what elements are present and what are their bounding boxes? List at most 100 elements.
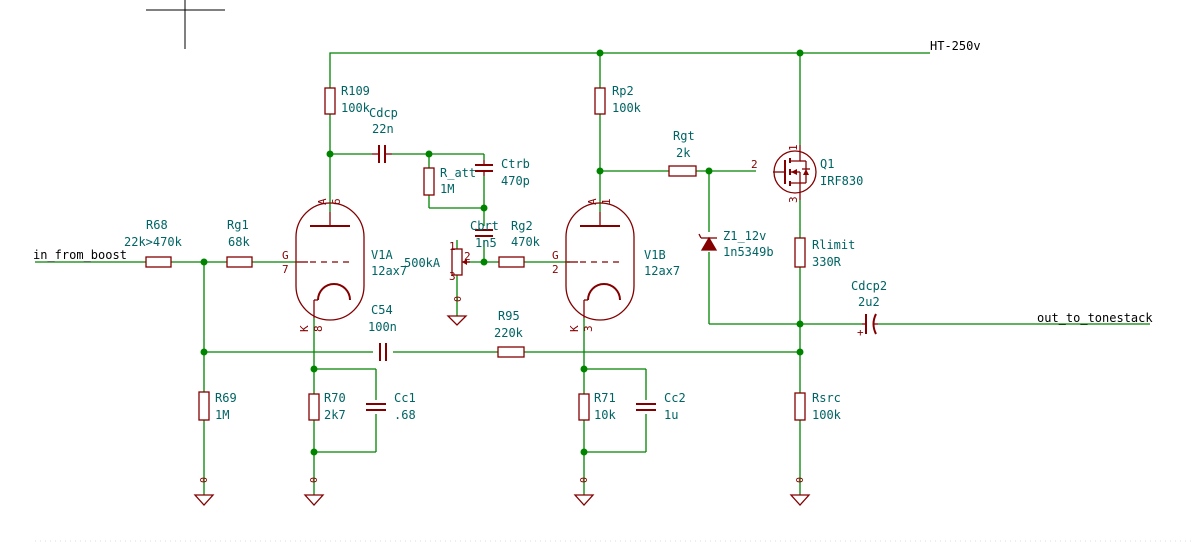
rlimit-value: 330R xyxy=(812,255,842,269)
resistor-rgt xyxy=(668,165,697,177)
rg1-ref: Rg1 xyxy=(227,218,249,232)
gnd-label-pot: 0 xyxy=(453,296,464,302)
resistor-r-att xyxy=(423,167,435,196)
r95-ref: R95 xyxy=(498,309,520,323)
gnd-label-v1b: 0 xyxy=(579,477,590,483)
ground-pot xyxy=(446,315,468,326)
triode-v1b xyxy=(565,202,635,321)
r109-value: 100k xyxy=(341,101,371,115)
capacitor-cc2 xyxy=(636,403,656,411)
cbrt-ref: Cbrt xyxy=(470,219,499,233)
capacitor-c54 xyxy=(379,343,387,361)
v1b-grid-pin: 2 xyxy=(552,263,559,276)
triode-v1a xyxy=(295,202,365,321)
v1a-anode-pin: 6 xyxy=(330,198,343,205)
capacitor-cbrt xyxy=(475,229,493,237)
zener-diode-z1 xyxy=(698,233,718,251)
r68-value: 22k>470k xyxy=(124,235,183,249)
v1b-value: 12ax7 xyxy=(644,264,680,278)
r-att-value: 1M xyxy=(440,182,454,196)
rlimit-ref: Rlimit xyxy=(812,238,855,252)
net-label-ht: HT-250v xyxy=(930,39,981,53)
resistor-r71 xyxy=(578,393,590,421)
rgt-value: 2k xyxy=(676,146,691,160)
cdcp-value: 22n xyxy=(372,122,394,136)
gnd-label-v1a: 0 xyxy=(309,477,320,483)
cdcp-ref: Cdcp xyxy=(369,106,398,120)
potentiometer-500ka: 1 2 3 xyxy=(449,240,471,283)
capacitor-cdcp2: + xyxy=(857,313,878,339)
cc2-ref: Cc2 xyxy=(664,391,686,405)
z1-value: 1n5349b xyxy=(723,245,774,259)
r69-ref: R69 xyxy=(215,391,237,405)
gnd-label-r69: 0 xyxy=(199,477,210,483)
resistor-rp2 xyxy=(594,87,606,115)
resistor-rlimit xyxy=(794,237,806,268)
q1-gate-pin: 2 xyxy=(751,158,758,171)
v1a-cathode-label: K xyxy=(298,325,311,332)
cc2-value: 1u xyxy=(664,408,678,422)
q1-value: IRF830 xyxy=(820,174,863,188)
resistor-r70 xyxy=(308,393,320,421)
v1b-cathode-pin: 3 xyxy=(582,325,595,332)
resistor-r68 xyxy=(145,256,172,268)
c54-ref: C54 xyxy=(371,303,393,317)
rg2-ref: Rg2 xyxy=(511,219,533,233)
svg-text:2: 2 xyxy=(464,250,471,263)
wires xyxy=(35,52,1150,495)
q1-source-pin: 3 xyxy=(787,196,800,203)
resistor-rg2 xyxy=(498,256,525,268)
rp2-ref: Rp2 xyxy=(612,84,634,98)
gnd-label-rsrc: 0 xyxy=(795,477,806,483)
v1a-cathode-pin: 8 xyxy=(312,325,325,332)
rsrc-value: 100k xyxy=(812,408,842,422)
mosfet-q1 xyxy=(773,145,817,200)
ground-v1a xyxy=(303,494,325,506)
q1-ref: Q1 xyxy=(820,157,834,171)
r95-value: 220k xyxy=(494,326,524,340)
r70-ref: R70 xyxy=(324,391,346,405)
pot-value: 500kA xyxy=(404,256,441,270)
capacitor-cc1 xyxy=(366,403,386,411)
r71-ref: R71 xyxy=(594,391,616,405)
ground-r69 xyxy=(193,494,215,506)
resistor-rsrc xyxy=(794,392,806,421)
z1-ref: Z1_12v xyxy=(723,229,766,243)
q1-drain-pin: 1 xyxy=(787,144,800,151)
v1a-anode-label: A xyxy=(316,198,329,205)
svg-text:1: 1 xyxy=(449,240,456,253)
ground-v1b xyxy=(573,494,595,506)
r70-value: 2k7 xyxy=(324,408,346,422)
ctrb-ref: Ctrb xyxy=(501,157,530,171)
rsrc-ref: Rsrc xyxy=(812,391,841,405)
cdcp2-ref: Cdcp2 xyxy=(851,279,887,293)
cc1-value: .68 xyxy=(394,408,416,422)
rg2-value: 470k xyxy=(511,235,541,249)
net-label-output: out_to_tonestack xyxy=(1037,311,1153,325)
r-att-ref: R_att xyxy=(440,166,476,180)
resistor-r109 xyxy=(324,87,336,115)
capacitor-cdcp xyxy=(372,145,392,163)
rgt-ref: Rgt xyxy=(673,129,695,143)
r68-ref: R68 xyxy=(146,218,168,232)
ground-rsrc xyxy=(789,494,811,506)
rp2-value: 100k xyxy=(612,101,642,115)
c54-value: 100n xyxy=(368,320,397,334)
v1b-grid-label: G xyxy=(552,249,559,262)
r109-ref: R109 xyxy=(341,84,370,98)
v1b-anode-pin: 1 xyxy=(600,198,613,205)
cursor-crosshair xyxy=(146,0,225,49)
resistor-r69 xyxy=(198,391,210,421)
capacitor-ctrb xyxy=(475,160,493,176)
junctions xyxy=(200,49,804,456)
net-label-input: in_from_boost xyxy=(33,248,127,262)
r71-value: 10k xyxy=(594,408,616,422)
rg1-value: 68k xyxy=(228,235,250,249)
ctrb-value: 470p xyxy=(501,174,530,188)
resistor-r95 xyxy=(497,346,525,358)
v1b-cathode-label: K xyxy=(568,325,581,332)
cc1-ref: Cc1 xyxy=(394,391,416,405)
v1a-ref: V1A xyxy=(371,248,393,262)
